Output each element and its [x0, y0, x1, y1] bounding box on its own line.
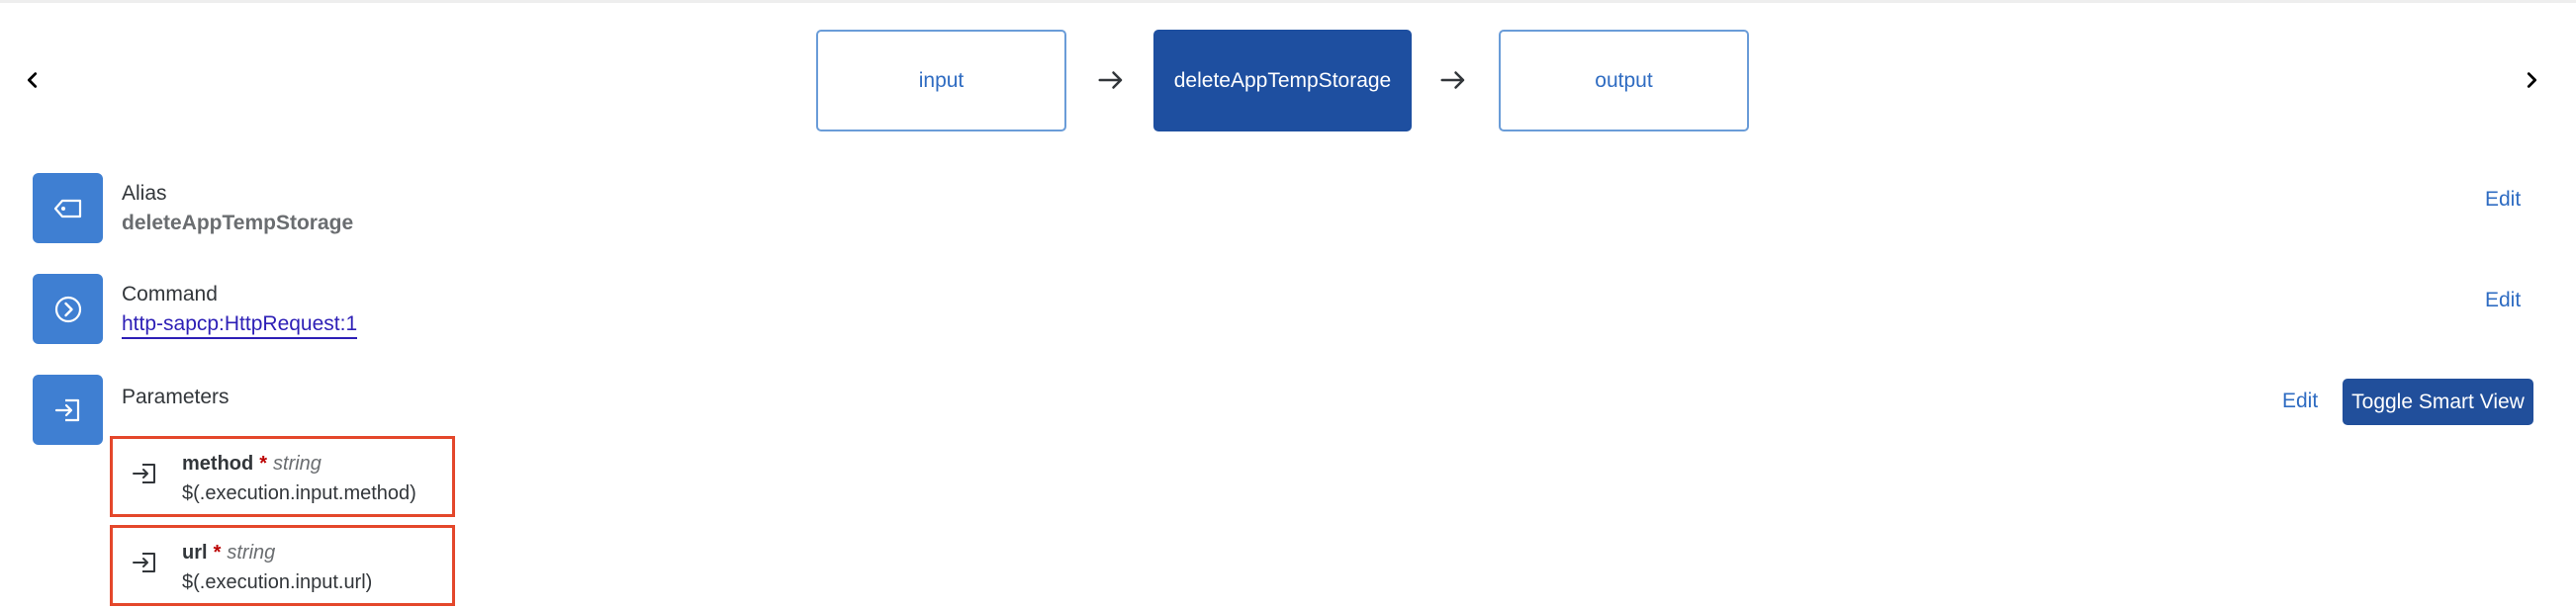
arrow-right-icon	[1098, 71, 1123, 89]
command-edit-button[interactable]: Edit	[2485, 289, 2522, 311]
parameters-edit-button[interactable]: Edit	[2282, 390, 2319, 412]
tag-icon	[53, 199, 81, 218]
parameter-name: method	[182, 453, 254, 475]
next-button[interactable]	[2517, 65, 2546, 95]
flow-step-label: deleteAppTempStorage	[1173, 68, 1392, 92]
alias-label: Alias	[122, 182, 167, 205]
parameters-label: Parameters	[122, 386, 230, 408]
parameter-value: $(.execution.input.url)	[182, 571, 373, 593]
parameter-value: $(.execution.input.method)	[182, 482, 416, 504]
sign-in-icon	[54, 398, 79, 421]
parameter-header: method*string	[182, 453, 322, 476]
parameter-header: url*string	[182, 542, 275, 565]
sign-in-icon	[133, 464, 155, 483]
alias-value: deleteAppTempStorage	[122, 212, 354, 234]
flow-step-current[interactable]: deleteAppTempStorage	[1153, 30, 1412, 131]
arrow-right-icon	[1440, 71, 1465, 89]
parameter-type: string	[227, 542, 276, 564]
flow-step-label: input	[918, 68, 965, 92]
command-tile	[33, 274, 103, 344]
alias-edit-button[interactable]: Edit	[2485, 188, 2522, 211]
flow-step-input[interactable]: input	[816, 30, 1066, 131]
sign-in-icon	[133, 553, 155, 572]
alias-tile	[33, 173, 103, 243]
command-label: Command	[122, 283, 218, 305]
previous-button[interactable]	[18, 65, 47, 95]
command-link[interactable]: http-sapcp:HttpRequest:1	[122, 312, 358, 339]
chevron-circle-right-icon	[54, 296, 81, 322]
required-marker: *	[213, 542, 222, 564]
flow-step-output[interactable]: output	[1499, 30, 1749, 131]
chevron-left-icon	[27, 72, 38, 88]
flow-step-label: output	[1595, 68, 1653, 92]
parameters-tile	[33, 375, 103, 445]
parameter-item-url[interactable]: url*string $(.execution.input.url)	[110, 525, 455, 606]
parameter-type: string	[273, 453, 322, 475]
required-marker: *	[259, 453, 268, 475]
chevron-right-icon	[2527, 72, 2537, 88]
toggle-smart-view-button[interactable]: Toggle Smart View	[2343, 379, 2533, 425]
parameter-name: url	[182, 542, 208, 564]
top-divider	[0, 0, 2576, 3]
parameter-item-method[interactable]: method*string $(.execution.input.method)	[110, 436, 455, 517]
